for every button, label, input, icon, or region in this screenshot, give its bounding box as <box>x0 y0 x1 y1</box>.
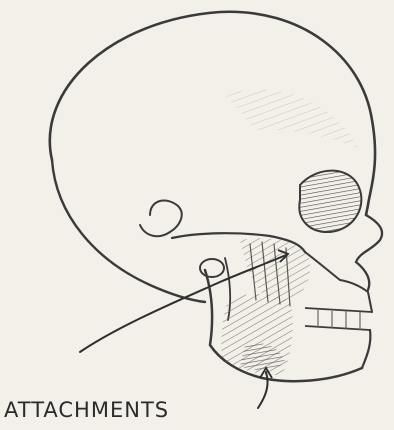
teeth-upper <box>305 308 372 312</box>
eye-socket <box>299 171 361 232</box>
attachments-label: ATTACHMENTS <box>4 398 169 422</box>
cranium-shade <box>225 90 360 150</box>
brow-line <box>356 215 382 290</box>
chin-front <box>362 330 370 368</box>
temporal-line <box>140 200 182 236</box>
cranium-back <box>52 160 205 302</box>
upper-jaw <box>305 252 372 312</box>
ear-opening <box>200 259 224 277</box>
